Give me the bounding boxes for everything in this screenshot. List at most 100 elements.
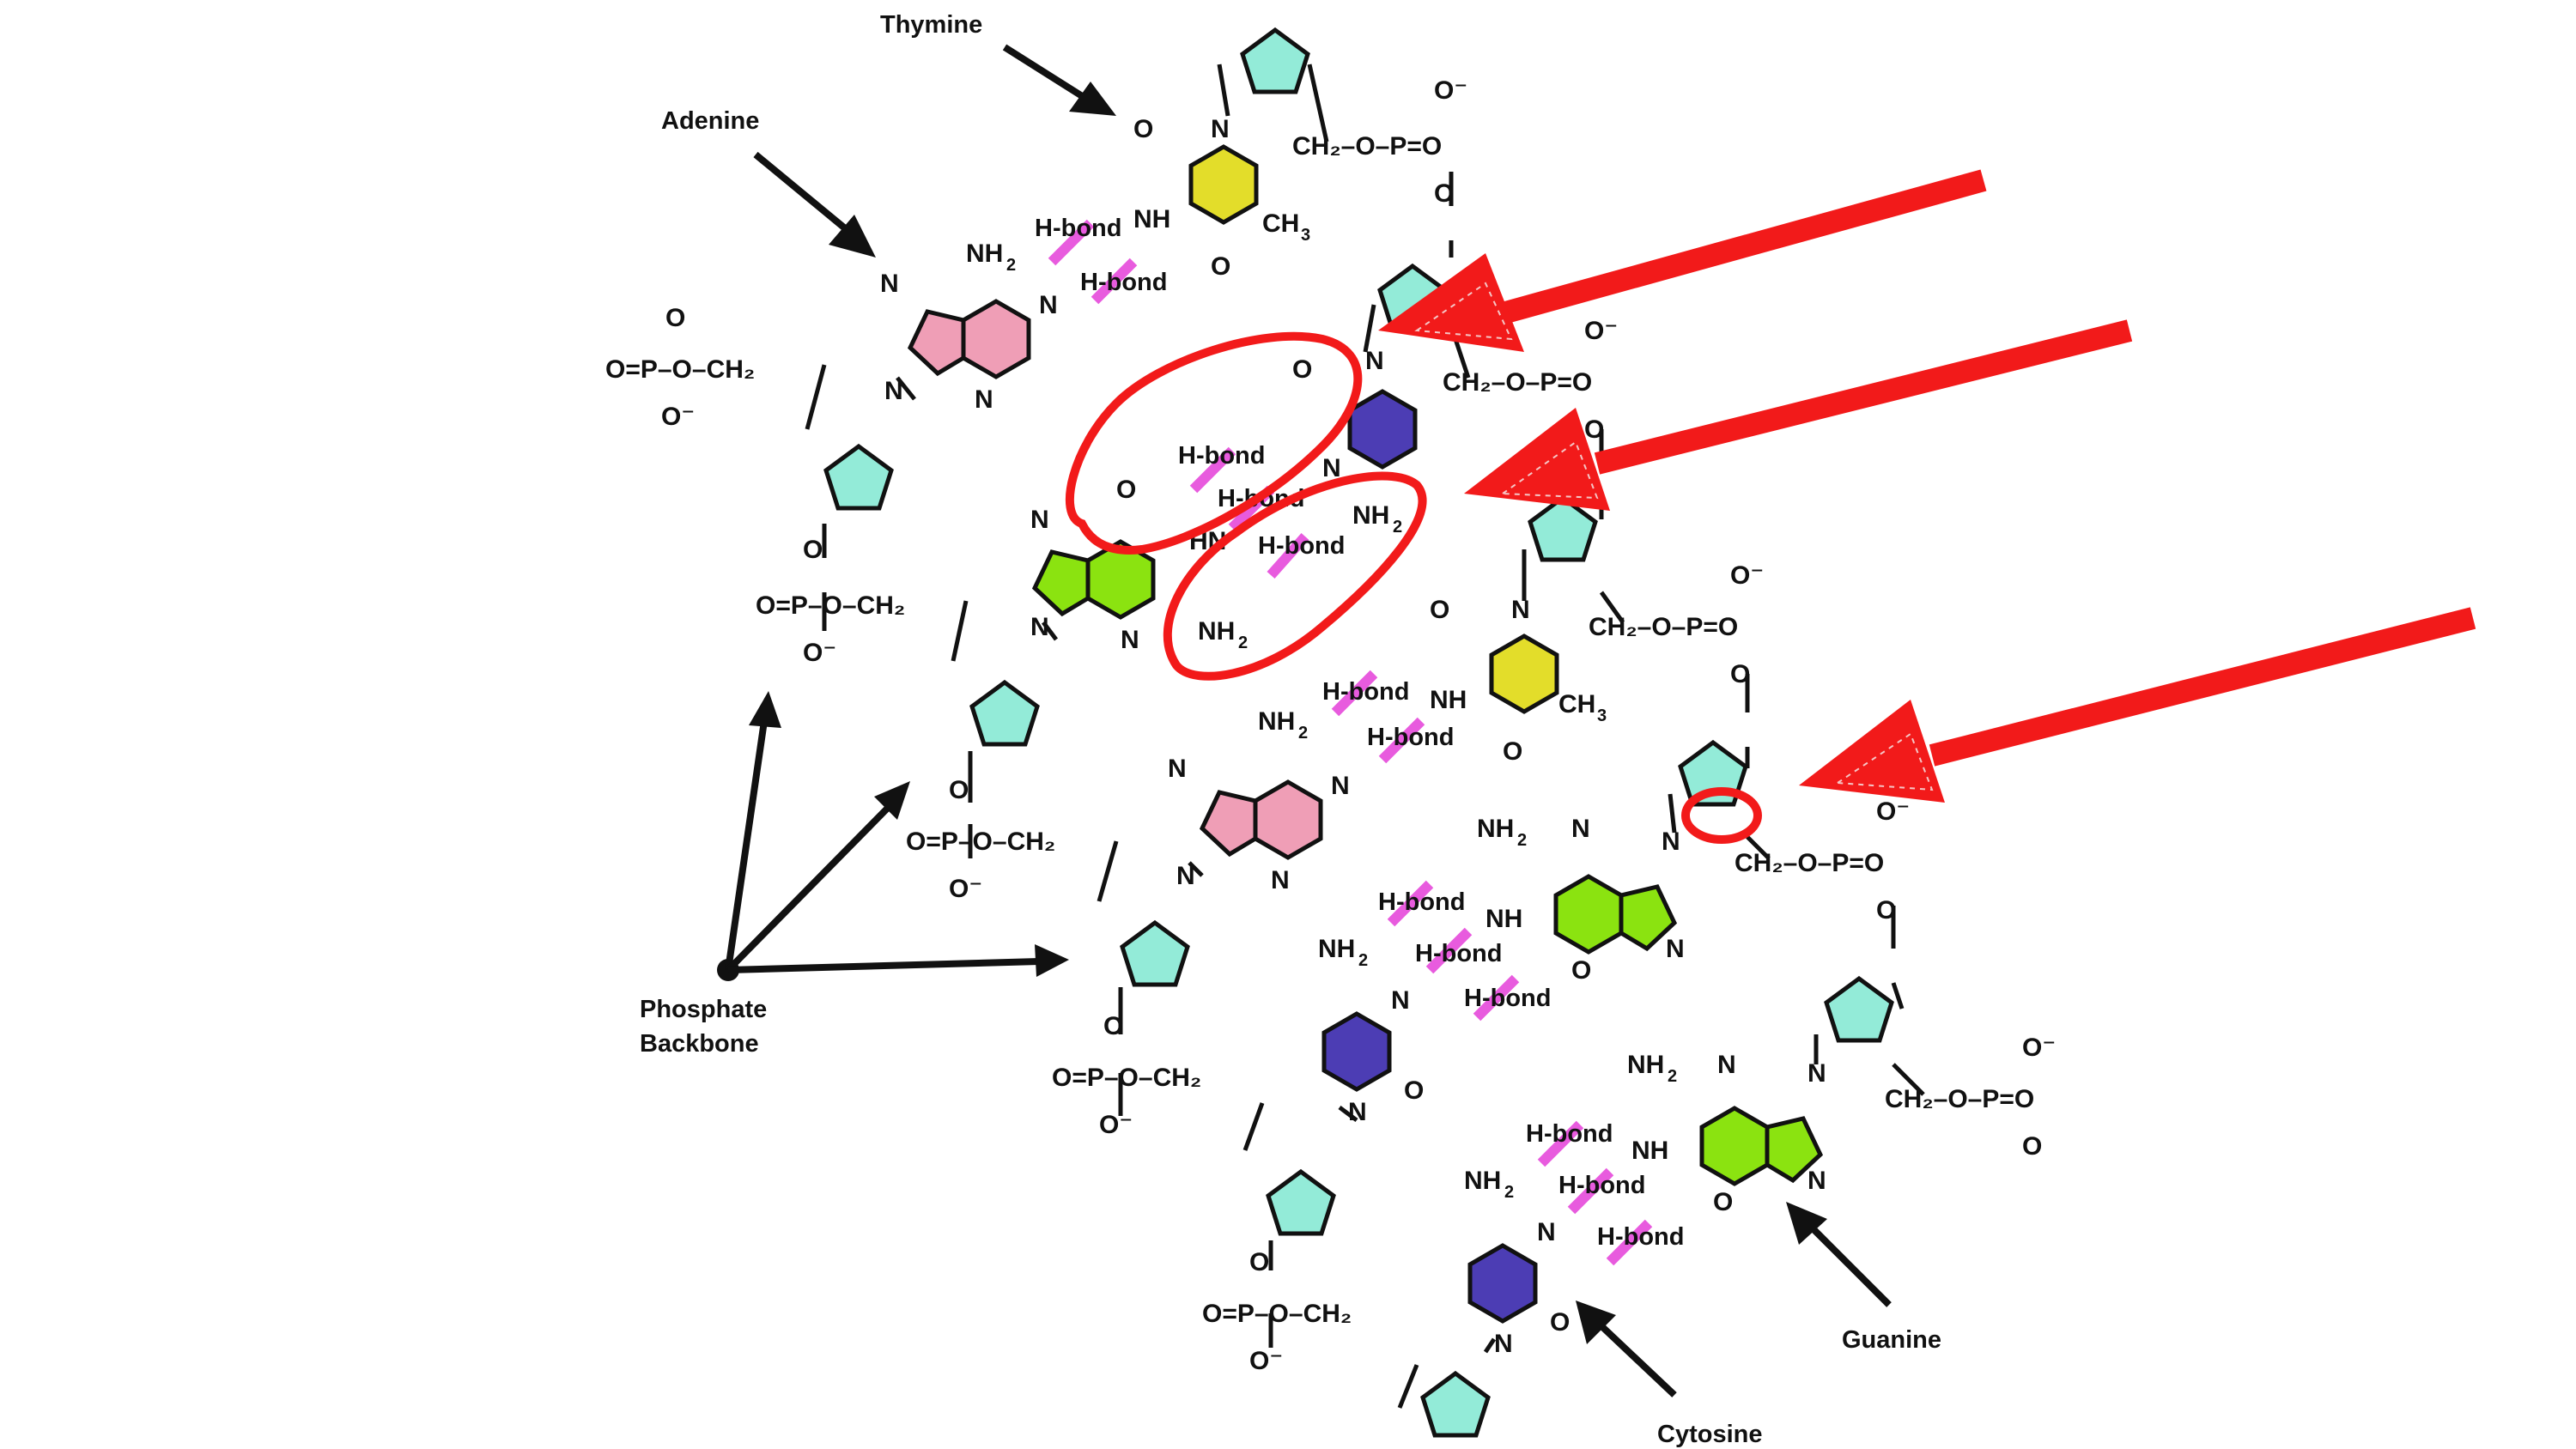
phosphate-o-minus: O⁻: [949, 875, 982, 903]
thymine-ring-1: [1191, 147, 1256, 222]
sugar-right-1: [1242, 30, 1308, 92]
hbond-marker: H-bond: [1035, 215, 1121, 266]
hbond-marker: H-bond: [1464, 974, 1551, 1022]
phosphate-o-minus: O⁻: [1730, 561, 1764, 590]
atom-n: N: [1271, 866, 1290, 894]
phosphate-right-text: CH₂–O–P=O: [1885, 1085, 2034, 1113]
phosphate-o-bottom: O: [2022, 1132, 2042, 1161]
phosphate-left-5: O O=P–O–CH₂ O⁻: [1202, 1248, 1352, 1375]
phosphate-right-3: O⁻ CH₂–O–P=O O: [1589, 561, 1764, 688]
red-arrow-2: [1464, 319, 2133, 511]
atom-o: O: [1550, 1308, 1570, 1337]
atom-nh2: NH: [1352, 501, 1389, 530]
adenine-ring-2: [1199, 782, 1321, 858]
arrowhead: [1786, 1202, 1827, 1245]
phosphate-o-top: O: [1103, 1012, 1123, 1040]
atom-o: O: [1571, 956, 1591, 985]
phosphate-right-text: CH₂–O–P=O: [1292, 132, 1442, 161]
phosphate-left-text: O=P–O–CH₂: [1202, 1300, 1352, 1328]
phosphate-right-4: O⁻ CH₂–O–P=O O: [1735, 797, 1910, 925]
atom-sub2: 2: [1006, 256, 1016, 275]
phosphate-right-text: CH₂–O–P=O: [1589, 613, 1738, 641]
sugar-left-4: [1268, 1172, 1334, 1234]
atom-nh: NH: [1485, 905, 1522, 933]
hbond-marker: H-bond: [1080, 258, 1167, 305]
annotation-small-circle: [1681, 787, 1762, 844]
phosphate-o-minus: O⁻: [1434, 76, 1467, 105]
hydrogen-bonds: H-bond H-bond H-bond H-bond H-bond H-bon…: [1035, 215, 1684, 1266]
atom-sub2: 2: [1668, 1067, 1677, 1086]
phosphate-o-minus: O⁻: [803, 639, 836, 667]
phosphate-right-text: CH₂–O–P=O: [1443, 368, 1592, 397]
atom-nh2: NH: [1627, 1051, 1664, 1079]
hbond-label: H-bond: [1558, 1172, 1645, 1199]
atom-nh: NH: [1133, 205, 1170, 233]
atom-n: N: [1030, 506, 1049, 534]
atom-n: N: [1537, 1218, 1556, 1246]
atom-n: N: [1365, 347, 1384, 375]
atom-n: N: [880, 270, 899, 298]
atom-sub2: 2: [1358, 951, 1368, 970]
atom-n: N: [1322, 454, 1341, 482]
hbond-label: H-bond: [1258, 532, 1345, 560]
atom-n: N: [1717, 1051, 1736, 1079]
atom-n: N: [1348, 1098, 1367, 1126]
atom-sub2: 2: [1298, 724, 1308, 743]
phosphate-left-4: O O=P–O–CH₂ O⁻: [1052, 1012, 1201, 1139]
phosphate-o-top: O: [665, 304, 685, 332]
phosphate-o-minus: O⁻: [1584, 317, 1618, 345]
atom-n: N: [1494, 1330, 1513, 1358]
red-arrow-3: [1799, 607, 2476, 803]
hbond-marker: H-bond: [1367, 717, 1454, 764]
sugar-left-2: [972, 682, 1037, 744]
backbone-bonds: [805, 64, 1925, 1409]
hbond-marker: H-bond: [1322, 670, 1409, 717]
arrowhead: [829, 215, 876, 258]
adenine-ring-1: [907, 301, 1029, 377]
phosphate-o-minus: O⁻: [2022, 1034, 2056, 1062]
annotation-circle: [1066, 331, 1363, 555]
phosphate-right-5: O⁻ CH₂–O–P=O O: [1885, 1034, 2056, 1161]
atom-n: N: [1039, 291, 1058, 319]
phosphate-o-top: O: [1249, 1248, 1269, 1276]
phosphate-o-minus: O⁻: [1876, 797, 1910, 826]
atom-nh2: NH: [966, 239, 1003, 268]
atom-sub2: 2: [1517, 831, 1527, 850]
atom-o: O: [1116, 476, 1136, 504]
atom-sub2: 2: [1238, 634, 1248, 652]
atom-o: O: [1404, 1076, 1424, 1105]
atom-ch3: CH: [1262, 209, 1299, 238]
cytosine-ring-1: [1350, 391, 1415, 467]
atom-n: N: [1662, 828, 1680, 856]
arrowhead: [874, 781, 910, 820]
annotation-circle: [1163, 471, 1427, 681]
atom-sub3: 3: [1301, 226, 1310, 245]
atom-n: N: [1176, 862, 1195, 890]
adenine-label: Adenine: [661, 107, 759, 135]
atom-ch3: CH: [1558, 690, 1595, 718]
hbond-marker: H-bond: [1558, 1167, 1645, 1215]
atom-n: N: [1030, 613, 1049, 641]
hbond-label: H-bond: [1035, 215, 1121, 242]
cytosine-callout: Cytosine: [1576, 1300, 1762, 1448]
phosphate-o-top: O: [803, 536, 823, 564]
guanine-ring-3: [1702, 1108, 1824, 1184]
phosphate-left-3: O O=P–O–CH₂ O⁻: [906, 776, 1055, 903]
atom-nh2: NH: [1258, 707, 1295, 736]
phosphate-left-text: O=P–O–CH₂: [605, 355, 755, 384]
guanine-label: Guanine: [1842, 1326, 1941, 1354]
atom-o: O: [1430, 596, 1449, 624]
atom-n: N: [1211, 115, 1230, 143]
red-annotations: [1066, 169, 2476, 844]
hbond-label: H-bond: [1464, 985, 1551, 1012]
atom-labels: O N NH O CH 3 NH 2 N N N N O N N NH 2 O …: [880, 115, 1826, 1358]
atom-n: N: [1666, 935, 1685, 963]
guanine-ring-1: [1031, 542, 1153, 617]
phosphate-o-bottom: O: [1876, 896, 1896, 925]
arrowhead: [1576, 1300, 1616, 1344]
atom-nh: NH: [1631, 1137, 1668, 1165]
phosphate-label-line2: Backbone: [640, 1030, 759, 1058]
hbond-marker: H-bond: [1178, 442, 1265, 494]
thymine-label: Thymine: [880, 11, 982, 39]
